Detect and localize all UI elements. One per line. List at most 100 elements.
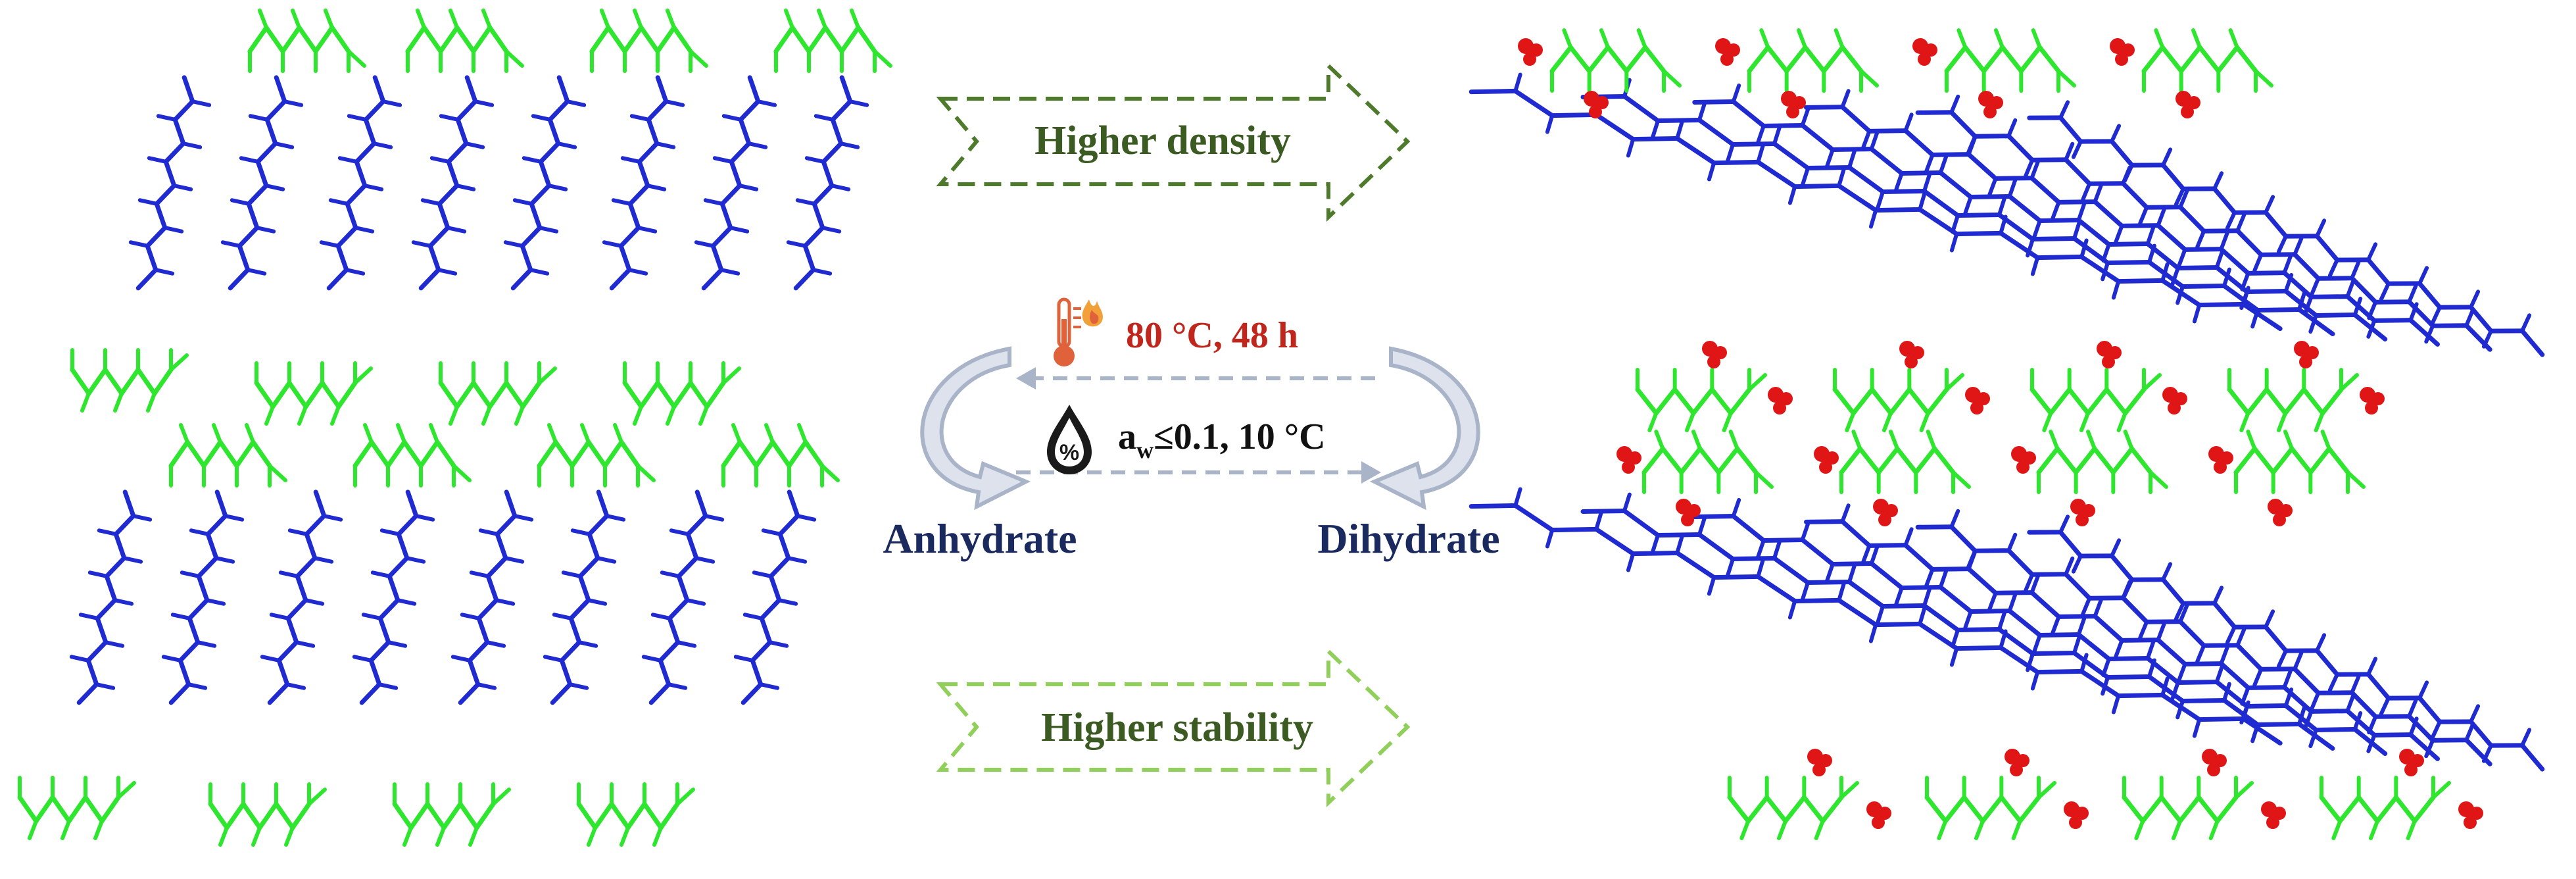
hydrogen-branch (2282, 669, 2293, 690)
backbone-bond (377, 597, 401, 621)
hydrogen-branch (2310, 691, 2321, 711)
reversible-cycle: 80 °C, 48 h % aw≤0.1, 10 °C (920, 297, 1480, 511)
head-group-bond (474, 801, 496, 830)
hydrogen-branch (641, 655, 663, 663)
hydrogen-branch (611, 198, 633, 206)
backbone-bond (1880, 603, 1927, 609)
backbone-bond (1917, 207, 1959, 237)
backbone-bond (2079, 668, 2121, 699)
hydrogen-branch (1847, 149, 1857, 170)
water-hydrogen (1878, 807, 1891, 820)
backbone-bond (285, 616, 299, 645)
water-hydrogen (2023, 451, 2036, 465)
hydrogen-branch (2032, 218, 2042, 239)
backbone-bond (510, 267, 533, 291)
hydrogen-branch (1787, 184, 1797, 205)
backbone-bond (759, 616, 773, 645)
hydrogen-branch (2178, 603, 2189, 624)
hydrogen-branch (2293, 236, 2304, 257)
hydrogen-branch (223, 514, 245, 522)
hydrogen-branch (756, 99, 777, 107)
head-group-bond (1624, 45, 1648, 74)
head-group-bond (471, 380, 493, 409)
heating-condition: 80 °C, 48 h (1126, 315, 1298, 356)
backbone-bond (547, 117, 561, 146)
water-hydrogen (2365, 401, 2378, 414)
backbone-bond (2160, 163, 2186, 191)
backbone-bond (1761, 538, 1805, 543)
backbone-bond (264, 117, 278, 146)
head-group-bond (2074, 446, 2097, 475)
hydrogen-branch (377, 682, 399, 690)
head-group-branch (1882, 411, 1893, 432)
backbone-bond (1954, 645, 2003, 651)
head-group-branch (1994, 28, 2005, 49)
backbone-bond (2349, 276, 2378, 305)
head-group-bond (1857, 446, 1882, 475)
head-group-bond (2123, 387, 2147, 416)
thermometer-flame-icon (1054, 297, 1103, 366)
head-group-bond (408, 801, 430, 830)
hydrogen-branch (328, 198, 350, 206)
head-group-bond (1895, 446, 1918, 475)
backbone-bond (246, 183, 269, 207)
hydrogen-branch (2235, 627, 2247, 647)
head-group-bond (86, 367, 108, 396)
backbone-bond (577, 555, 600, 579)
head-group-bond (405, 25, 427, 54)
head-group-branch (2369, 819, 2379, 840)
backbone-bond (95, 597, 118, 621)
water-hydrogen (1786, 105, 1799, 118)
hydrogen-branch (172, 184, 193, 191)
backbone-bond (359, 682, 382, 705)
backbone-bond (1949, 110, 1978, 139)
hydrogen-branch (1868, 208, 1878, 229)
hydrogen-branch (2225, 211, 2237, 230)
hydrogen-branch (1868, 622, 1878, 643)
backbone-bond (685, 513, 708, 537)
dihydrate-label: Dihydrate (1317, 515, 1499, 562)
backbone-bond (694, 490, 708, 518)
hydrogen-branch (1513, 487, 1522, 508)
head-group-bond (1851, 387, 1875, 416)
head-group-branch (2406, 819, 2417, 840)
hydrogen-branch (454, 184, 476, 191)
backbone-bond (1836, 597, 1878, 628)
head-group-bond (1764, 795, 1788, 824)
backbone-bond (1630, 136, 1680, 142)
head-group-branch (2149, 470, 2168, 489)
hydrogen-branch (162, 226, 184, 234)
head-group-bond (671, 25, 693, 54)
backbone-bond (1917, 621, 1959, 651)
hydrogen-branch (2315, 218, 2327, 238)
hydrogen-branch (1997, 196, 2006, 217)
hydrogen-branch (694, 240, 716, 248)
hydrogen-branch (2350, 260, 2361, 280)
hydrogen-branch (2161, 562, 2173, 582)
hydrogen-branch (2366, 242, 2378, 262)
hydrogen-branch (1626, 137, 1636, 158)
hydrogen-branch (1861, 129, 1872, 149)
backbone-bond (2147, 674, 2185, 704)
backbone-bond (1922, 188, 1960, 218)
backbone-bond (556, 75, 570, 104)
hydrogen-branch (556, 141, 577, 149)
backbone-bond (1549, 526, 1599, 533)
backbone-bond (2292, 252, 2321, 281)
hydrogen-branch (2469, 289, 2481, 309)
head-group-branch (2049, 430, 2060, 451)
hydrogen-branch (561, 570, 583, 578)
backbone-bond (255, 141, 278, 164)
backbone-bond (787, 490, 800, 518)
water-hydrogen (2122, 43, 2135, 57)
backbone-bond (676, 555, 699, 579)
hydrogen-branch (2192, 717, 2202, 738)
water-hydrogen (2010, 763, 2023, 776)
water-hydrogen (1530, 43, 1543, 57)
hydrogen-branch (664, 99, 685, 107)
hydrogen-branch (294, 640, 316, 648)
hydrogen-branch (1903, 113, 1914, 133)
backbone-bond (2056, 614, 2098, 619)
backbone-bond (658, 640, 681, 663)
backbone-bond (345, 183, 368, 207)
